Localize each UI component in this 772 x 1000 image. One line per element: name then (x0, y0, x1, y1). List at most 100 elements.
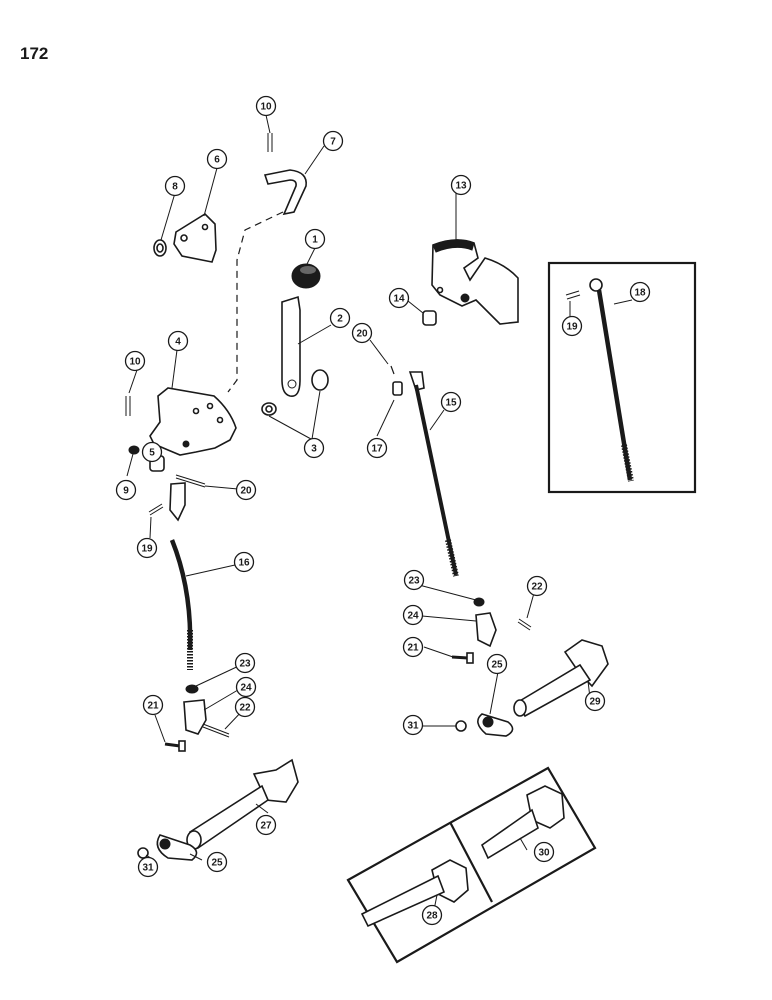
callout-label: 8 (172, 182, 178, 193)
pin-20-middle (390, 365, 395, 375)
callout-label: 29 (589, 697, 601, 708)
callout-leaders (126, 114, 633, 911)
callout-4: 4 (167, 330, 189, 352)
callout-label: 30 (538, 848, 550, 859)
callout-20: 20 (351, 322, 373, 344)
pin-20-left (175, 474, 206, 488)
callout-label: 23 (408, 576, 420, 587)
callout-label: 21 (147, 701, 159, 712)
callout-31: 31 (137, 856, 159, 878)
lever-2 (281, 295, 301, 397)
callout-label: 5 (149, 448, 155, 459)
callout-label: 9 (123, 486, 129, 497)
callout-label: 25 (491, 660, 503, 671)
nut-9 (128, 445, 140, 455)
shaft-27 (186, 758, 299, 850)
callout-18: 18 (629, 281, 651, 303)
pin-10-left (125, 396, 131, 416)
callout-19: 19 (136, 537, 158, 559)
clip-31-left (137, 847, 149, 859)
bracket-7 (263, 169, 307, 216)
callout-label: 22 (531, 582, 543, 593)
callout-label: 17 (371, 444, 383, 455)
shaft-29 (513, 639, 609, 718)
pin-10-top (267, 133, 273, 152)
callout-8: 8 (164, 175, 186, 197)
clevis-upper-left (169, 482, 186, 522)
callout-5: 5 (141, 441, 163, 463)
nut-23-right (473, 597, 485, 607)
callout-22: 22 (234, 696, 256, 718)
callout-label: 28 (426, 911, 438, 922)
callout-9: 9 (115, 479, 137, 501)
callout-1: 1 (304, 228, 326, 250)
pin-19-left (148, 503, 164, 516)
callout-7: 7 (322, 130, 344, 152)
callout-label: 27 (260, 821, 272, 832)
callout-label: 25 (211, 858, 223, 869)
callout-label: 7 (330, 137, 336, 148)
callout-label: 6 (214, 155, 220, 166)
callout-3: 3 (303, 437, 325, 459)
callout-6: 6 (206, 148, 228, 170)
callout-24: 24 (402, 604, 424, 626)
callout-22: 22 (526, 575, 548, 597)
callout-24: 24 (235, 676, 257, 698)
page-number: 172 (20, 44, 49, 63)
callout-label: 18 (634, 288, 646, 299)
pin-22-left (202, 723, 230, 738)
pin-19-inset (565, 290, 581, 300)
callout-17: 17 (366, 437, 388, 459)
callout-16: 16 (233, 551, 255, 573)
callout-label: 13 (455, 181, 467, 192)
knob-1 (291, 263, 321, 289)
callout-28: 28 (421, 904, 443, 926)
callout-25: 25 (206, 851, 228, 873)
quadrant-13 (431, 239, 519, 325)
callout-23: 23 (403, 569, 425, 591)
callout-label: 31 (142, 863, 154, 874)
bushing-14 (422, 310, 437, 326)
callout-label: 19 (566, 322, 578, 333)
pin-17 (392, 381, 403, 396)
callout-label: 21 (407, 643, 419, 654)
rod-15 (408, 371, 459, 577)
callout-label: 3 (311, 444, 317, 455)
callout-label: 4 (175, 337, 181, 348)
callout-label: 31 (407, 721, 419, 732)
shaft-28 (360, 859, 469, 928)
callout-label: 1 (312, 235, 318, 246)
shaft-30 (480, 785, 565, 860)
callout-label: 15 (445, 398, 457, 409)
callout-20: 20 (235, 479, 257, 501)
callout-label: 20 (240, 486, 252, 497)
inset-box-18 (547, 261, 697, 494)
callout-29: 29 (584, 690, 606, 712)
callout-23: 23 (234, 652, 256, 674)
bushings-3 (261, 369, 329, 416)
callout-15: 15 (440, 391, 462, 413)
callout-label: 2 (337, 314, 343, 325)
callout-label: 24 (407, 611, 419, 622)
callout-label: 22 (239, 703, 251, 714)
callout-25: 25 (486, 653, 508, 675)
washer-8 (153, 239, 167, 257)
callout-label: 23 (239, 659, 251, 670)
callout-2: 2 (329, 307, 351, 329)
bolt-21-left (164, 740, 186, 752)
clevis-24-right (475, 612, 497, 648)
bolt-21-right (451, 652, 474, 664)
callout-10: 10 (255, 95, 277, 117)
callout-label: 14 (393, 294, 405, 305)
rod-18 (589, 278, 634, 482)
callout-label: 19 (141, 544, 153, 555)
nut-23-left (185, 684, 199, 694)
housing-4 (149, 387, 237, 456)
arm-25-right (477, 713, 514, 737)
routing-line (227, 211, 284, 393)
callout-14: 14 (388, 287, 410, 309)
clip-31-right (455, 720, 467, 732)
